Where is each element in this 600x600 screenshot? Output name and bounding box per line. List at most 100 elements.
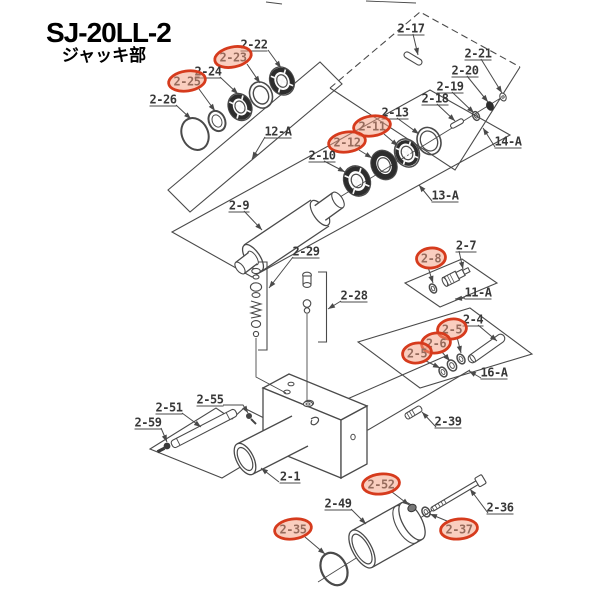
part-label-2-37[interactable]: 2-37 [429,513,479,541]
panel-16A [356,307,534,389]
part-seal-ring-2-12 [370,149,398,181]
part-label-2-4: 2-4 [462,313,498,342]
part-ring-2-13 [416,126,442,156]
part-label-12-A: 12-A [251,125,293,160]
part-oring-2-5-lower [438,366,448,378]
part-number-text: 2-4 [463,313,483,327]
leader-arrow [390,139,398,146]
part-oring-2-8 [428,283,438,294]
part-number-text: 2-17 [398,22,425,36]
leader-arrow [253,75,260,83]
part-label-2-52[interactable]: 2-52 [361,472,410,506]
part-number-text: 2-10 [309,149,336,163]
part-oring-2-5-upper [456,353,466,365]
part-number-text: 2-21 [465,47,492,61]
leader-arrow [242,405,248,413]
part-ring-2-11 [393,138,421,168]
part-label-2-23[interactable]: 2-23 [213,43,261,84]
part-label-2-17: 2-17 [397,22,425,56]
panel-edge-a [344,354,449,401]
leader-arrow [328,303,336,309]
part-number-text: 2-59 [135,416,162,430]
part-block-2-1 [233,373,369,480]
part-nut-2-20 [486,101,494,111]
leader-arrow [317,547,325,554]
part-labels: 2-222-232-242-252-2612-A2-172-212-202-19… [134,22,523,555]
panel-11A [403,258,499,308]
part-valve-stack-2-29 [249,261,291,395]
part-label-2-20: 2-20 [451,64,489,103]
leader-arrow [470,489,477,497]
part-nut-2-21 [499,92,507,102]
part-pin-2-17 [403,51,423,66]
part-number-text: 2-49 [325,497,352,511]
part-label-2-5b[interactable]: 2-5 [401,341,441,369]
part-label-2-1: 2-1 [260,467,301,484]
part-screw-2-55 [246,413,257,425]
part-label-2-21: 2-21 [464,47,503,94]
highlight-oval [273,517,313,541]
part-label-2-55: 2-55 [196,393,249,414]
leader-arrow [364,152,372,158]
part-label-2-25[interactable]: 2-25 [167,69,216,112]
part-label-2-49: 2-49 [324,497,367,525]
leader-arrow [422,412,429,419]
part-label-2-39: 2-39 [421,411,462,429]
leader-arrow [428,275,434,283]
part-handle-rod-2-51 [170,408,238,449]
part-label-2-29: 2-29 [268,245,320,289]
part-number-text: 2-20 [452,64,479,78]
leader-arrow [208,103,215,111]
part-label-2-9: 2-9 [228,199,263,231]
top-crop-fragments [265,0,417,5]
highlight-oval [352,114,392,138]
page-subtitle: ジャッキ部 [62,45,146,65]
part-label-2-8[interactable]: 2-8 [415,246,447,284]
leader-arrow [467,106,474,113]
leader-arrow [252,151,258,159]
leader-arrow [496,85,502,93]
leader-arrow [274,60,281,68]
part-label-2-10: 2-10 [308,149,346,173]
part-number-text: 16-A [481,366,509,380]
part-washer-2-19 [471,110,481,122]
leader-arrow [337,166,345,172]
leader-arrow [401,498,409,505]
highlight-oval [401,341,433,365]
leader-arrow [413,47,419,55]
part-bolt-2-59 [156,442,171,454]
highlight-oval [439,517,479,541]
part-washer-2-23 [248,81,274,109]
leader-arrow [261,468,269,475]
part-bearing-2-24 [227,92,253,122]
part-bolt-2-36 [430,474,487,512]
part-bearing-2-10 [342,165,372,197]
part-number-text: 2-1 [280,470,300,484]
leader-arrow [255,223,262,230]
highlight-oval [327,130,367,154]
part-label-2-11[interactable]: 2-11 [352,114,399,147]
leader-arrow [269,280,276,288]
part-number-text: 2-13 [382,106,409,120]
part-number-text: 12-A [265,125,293,139]
part-label-16-A: 16-A [468,366,509,380]
leader-arrow [458,261,465,269]
part-valve-2-7 [441,266,471,287]
leader-arrow [359,517,366,524]
leader-arrow [432,362,440,368]
part-label-2-35[interactable]: 2-35 [273,517,326,555]
part-slee​ve-2-49 [348,501,426,569]
part-label-14-A: 14-A [482,127,523,149]
leader-arrow [443,354,450,361]
part-number-text: 2-55 [197,393,224,407]
leader-arrow [483,128,489,136]
leader-arrow [231,87,238,94]
part-label-2-19: 2-19 [436,80,475,114]
part-label-2-12[interactable]: 2-12 [327,130,373,159]
leader-arrow [411,127,419,134]
part-snap-ring-2-26 [180,112,211,151]
part-number-text: 11-A [465,286,493,300]
part-label-13-A: 13-A [418,184,460,203]
highlight-oval [167,69,207,93]
